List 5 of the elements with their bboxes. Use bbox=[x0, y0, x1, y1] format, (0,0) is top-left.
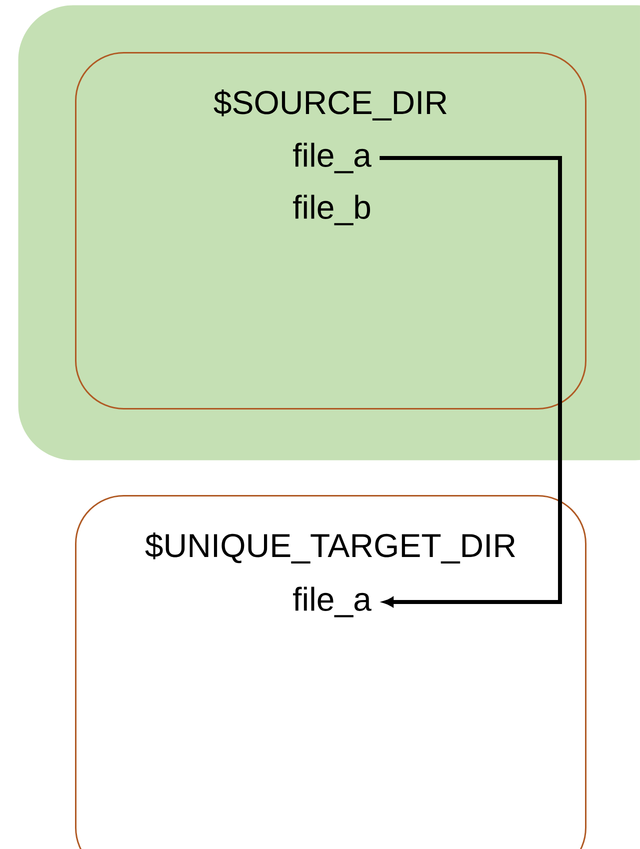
file-name: file_b bbox=[293, 194, 370, 226]
arrow bbox=[380, 156, 562, 607]
group-background bbox=[18, 5, 640, 460]
file-name: file_a bbox=[293, 586, 372, 618]
file-name: file_a bbox=[293, 142, 372, 174]
